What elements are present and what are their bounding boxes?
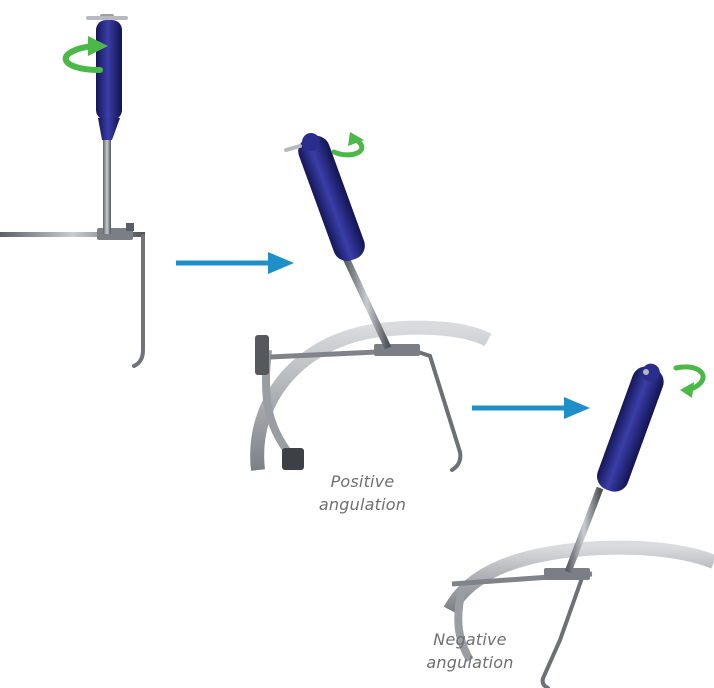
caption-line: Negative (405, 628, 535, 651)
instrument-neutral (0, 14, 145, 366)
handle (88, 14, 126, 140)
caption-line: angulation (405, 651, 535, 674)
guide-rod (134, 236, 143, 366)
caption-line: angulation (300, 493, 425, 516)
caption-negative-angulation: Negative angulation (405, 628, 535, 674)
right-arrow-icon (472, 397, 590, 419)
shaft (103, 140, 111, 234)
caption-positive-angulation: Positive angulation (300, 470, 425, 516)
handle (593, 359, 669, 496)
instrument-positive (255, 128, 488, 470)
rotate-arrow-icon (676, 367, 703, 398)
right-arrow-icon (176, 252, 294, 274)
shaft (568, 488, 600, 572)
clamp (374, 344, 420, 356)
caption-line: Positive (300, 470, 425, 493)
guide-rod (543, 578, 582, 688)
rotate-arrow-icon (334, 132, 364, 155)
handle (293, 128, 369, 265)
guide-rod (412, 350, 460, 470)
